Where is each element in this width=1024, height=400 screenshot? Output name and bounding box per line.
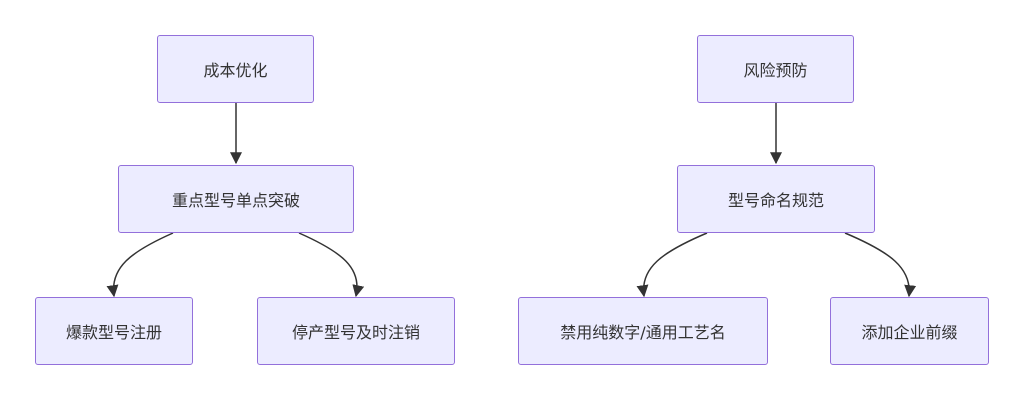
- node-hot-model-registration: 爆款型号注册: [35, 297, 193, 365]
- node-model-naming-standard-label: 型号命名规范: [727, 191, 824, 210]
- edge-naming-to-nodigits: [636, 232, 708, 298]
- node-cost-optimization: 成本优化: [157, 35, 314, 103]
- node-hot-model-registration-label: 爆款型号注册: [65, 323, 162, 342]
- node-no-pure-digits-label: 禁用纯数字/通用工艺名: [560, 323, 726, 342]
- node-discontinued-model-deregistration: 停产型号及时注销: [257, 297, 455, 365]
- node-add-company-prefix: 添加企业前缀: [830, 297, 989, 365]
- edge-naming-to-prefix: [844, 232, 917, 298]
- node-model-naming-standard: 型号命名规范: [677, 165, 875, 233]
- node-risk-prevention: 风险预防: [697, 35, 854, 103]
- node-key-model-breakthrough: 重点型号单点突破: [118, 165, 354, 233]
- node-discontinued-model-deregistration-label: 停产型号及时注销: [291, 323, 420, 342]
- edge-focus-to-hot: [106, 232, 174, 298]
- edge-focus-to-discontinued: [298, 232, 365, 298]
- node-no-pure-digits: 禁用纯数字/通用工艺名: [518, 297, 768, 365]
- node-risk-prevention-label: 风险预防: [743, 61, 808, 80]
- node-key-model-breakthrough-label: 重点型号单点突破: [171, 191, 300, 210]
- node-cost-optimization-label: 成本优化: [203, 61, 268, 80]
- node-add-company-prefix-label: 添加企业前缀: [861, 323, 958, 342]
